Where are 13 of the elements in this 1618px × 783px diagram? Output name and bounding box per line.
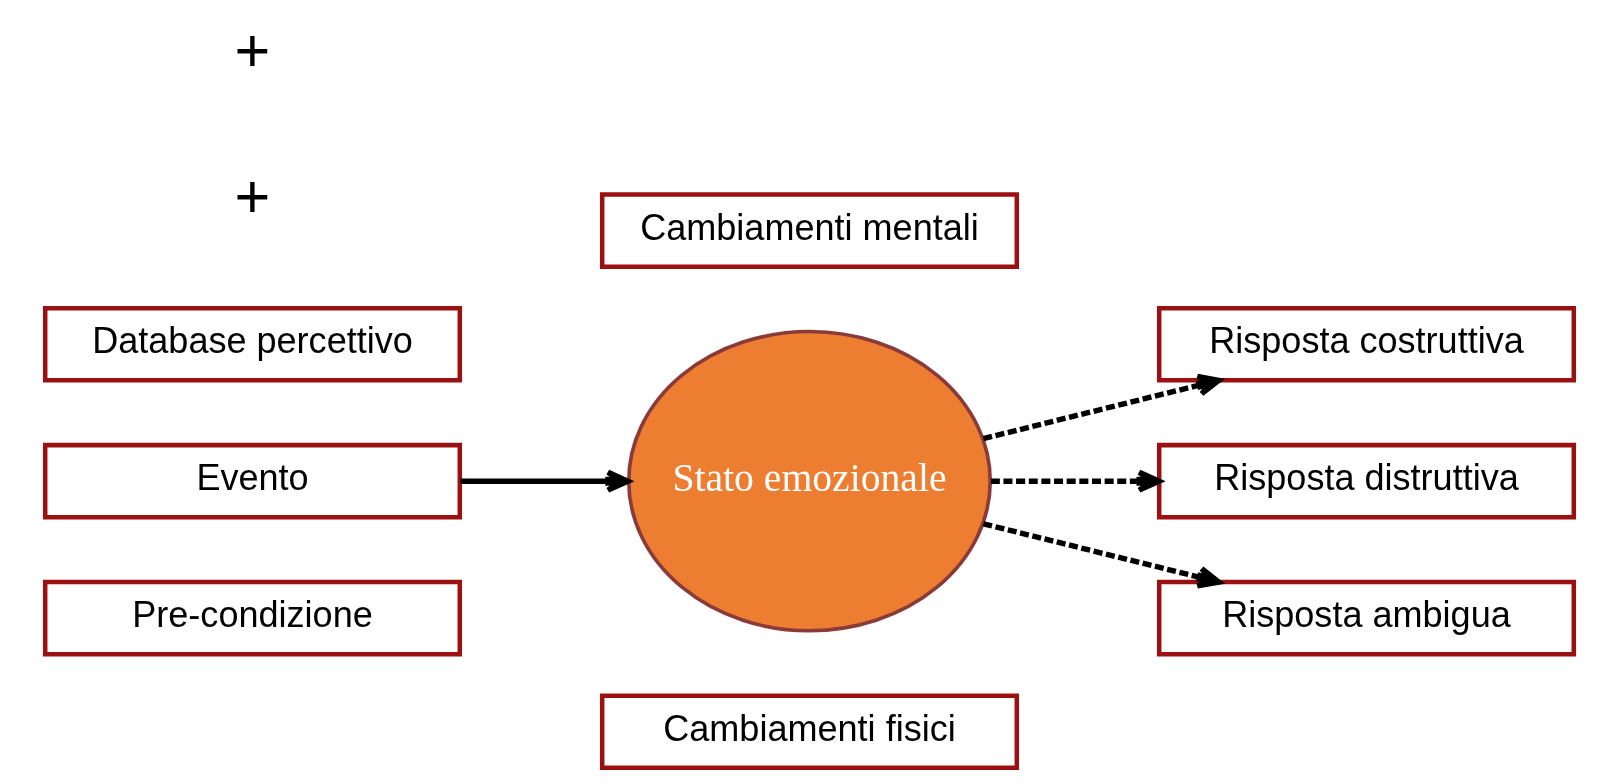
node-box: Risposta costruttiva <box>1156 305 1576 383</box>
label: + <box>234 162 270 231</box>
node-box: Risposta distruttiva <box>1156 442 1576 520</box>
node-box: Evento <box>42 442 462 520</box>
node-box: Cambiamenti fisici <box>599 693 1019 771</box>
node-box: Cambiamenti mentali <box>599 192 1019 269</box>
node-box: Database percettivo <box>42 305 462 383</box>
node-box: Pre-condizione <box>42 579 462 657</box>
node-box: Risposta ambigua <box>1156 579 1576 657</box>
arrow <box>982 521 1222 589</box>
arrow <box>982 373 1222 442</box>
label: + <box>234 16 270 85</box>
node-ellipse: Stato emozionale <box>626 329 992 633</box>
